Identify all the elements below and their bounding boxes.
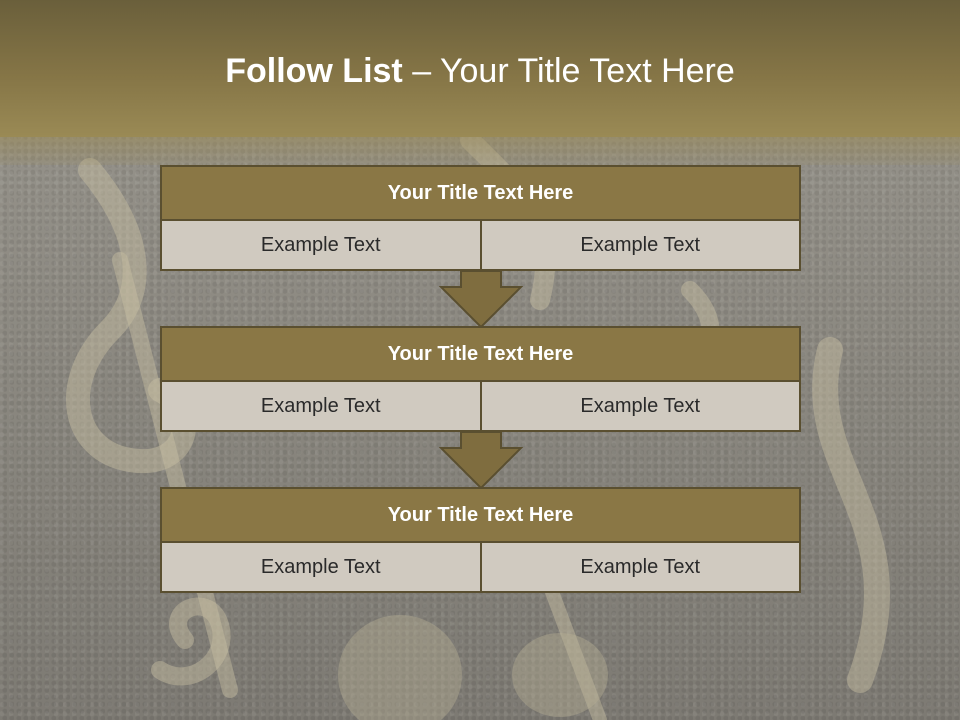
block-cell-right: Example Text <box>481 543 801 593</box>
block-title: Your Title Text Here <box>160 487 801 543</box>
title-band-fade <box>0 137 960 165</box>
list-block-1: Your Title Text Here Example Text Exampl… <box>160 165 801 271</box>
block-title: Your Title Text Here <box>160 165 801 221</box>
list-block-3: Your Title Text Here Example Text Exampl… <box>160 487 801 593</box>
list-block-2: Your Title Text Here Example Text Exampl… <box>160 326 801 432</box>
block-cell-left: Example Text <box>160 221 482 271</box>
block-cell-right: Example Text <box>481 382 801 432</box>
page-title-rest: – Your Title Text Here <box>402 52 735 90</box>
block-row: Example Text Example Text <box>160 382 801 432</box>
page-title: Follow List – Your Title Text Here <box>0 52 960 91</box>
down-arrow-icon <box>439 432 523 490</box>
block-cell-right: Example Text <box>481 221 801 271</box>
down-arrow-icon <box>439 271 523 329</box>
title-band <box>0 0 960 137</box>
page-title-bold: Follow List <box>225 52 403 90</box>
block-cell-left: Example Text <box>160 382 482 432</box>
block-row: Example Text Example Text <box>160 543 801 593</box>
block-row: Example Text Example Text <box>160 221 801 271</box>
block-cell-left: Example Text <box>160 543 482 593</box>
block-title: Your Title Text Here <box>160 326 801 382</box>
